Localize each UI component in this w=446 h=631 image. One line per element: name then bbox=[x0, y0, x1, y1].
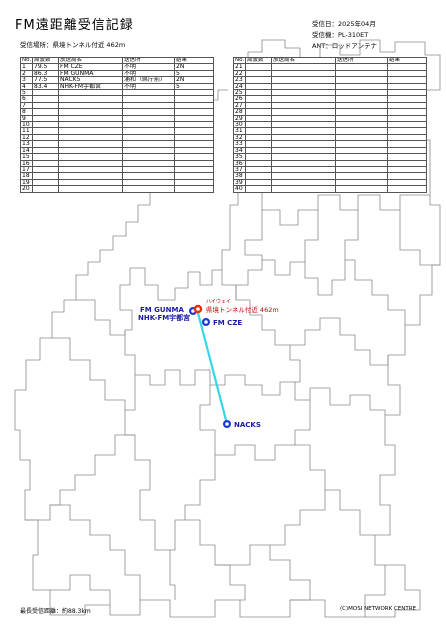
table-row: 11 bbox=[20, 127, 214, 135]
cell-result bbox=[174, 146, 214, 155]
table-row: 9 bbox=[20, 114, 214, 123]
col-header-result: 結果 bbox=[174, 56, 214, 65]
cell-no: 40 bbox=[233, 185, 246, 193]
receiver-sublabel: ハイウェイ bbox=[206, 298, 231, 305]
table-row: 38 bbox=[233, 172, 427, 180]
table-row: 18 bbox=[20, 172, 214, 180]
cell-result bbox=[174, 153, 214, 161]
cell-result bbox=[174, 133, 214, 142]
col-header-result: 結果 bbox=[387, 56, 427, 65]
cell-result bbox=[387, 178, 427, 187]
table-row: 40 bbox=[233, 185, 427, 193]
copyright: (C)MOSI NETWORK CENTRE bbox=[340, 606, 417, 612]
cell-result bbox=[174, 159, 214, 167]
cell-no: 20 bbox=[20, 185, 33, 193]
table-row: 35 bbox=[233, 153, 427, 161]
cell-result bbox=[387, 153, 427, 161]
table-row: 15 bbox=[20, 153, 214, 161]
cell-result bbox=[174, 140, 214, 148]
cell-result bbox=[174, 185, 214, 193]
reception-path bbox=[195, 308, 229, 425]
cell-result bbox=[387, 133, 427, 142]
cell-result bbox=[387, 127, 427, 135]
location-line: 受信場所：県境トンネル付近 462m bbox=[20, 41, 126, 49]
max-distance-line: 最長受信距離：約88.3km bbox=[20, 608, 91, 615]
cell-result bbox=[387, 185, 427, 193]
cell-freq bbox=[32, 185, 59, 193]
cell-result bbox=[387, 172, 427, 180]
table-row: 13 bbox=[20, 140, 214, 148]
table-row: 37 bbox=[233, 165, 427, 174]
cell-freq bbox=[245, 185, 272, 193]
col-header-no: No. bbox=[20, 56, 33, 65]
table-row: 33 bbox=[233, 140, 427, 148]
table-row: 39 bbox=[233, 178, 427, 187]
table-row: 17 bbox=[20, 165, 214, 174]
table-row: 19 bbox=[20, 178, 214, 187]
cell-result bbox=[174, 178, 214, 187]
station-marker-nacks[interactable] bbox=[223, 420, 231, 428]
cell-result bbox=[387, 159, 427, 167]
table-row: 20 bbox=[20, 185, 214, 193]
cell-result bbox=[174, 165, 214, 174]
cell-result bbox=[174, 127, 214, 135]
table-header-row: No. 周波数 放送局名 送信所 結果 bbox=[20, 56, 214, 65]
col-header-no: No. bbox=[233, 56, 246, 65]
cell-site bbox=[122, 185, 175, 193]
date-line: 受信日：2025年04月 bbox=[312, 20, 376, 28]
cell-result bbox=[387, 165, 427, 174]
table-row: 36 bbox=[233, 159, 427, 167]
station-label-fm-cze: FM CZE bbox=[213, 319, 242, 327]
station-marker-fm-cze[interactable] bbox=[202, 318, 210, 326]
table-row: 12 bbox=[20, 133, 214, 142]
antenna-line: ANT：ロッドアンテナ bbox=[312, 42, 378, 50]
table-row: 31 bbox=[233, 127, 427, 135]
receiver-label: 県境トンネル付近 462m bbox=[206, 305, 279, 314]
station-label-nacks: NACKS bbox=[234, 421, 261, 429]
cell-result bbox=[174, 172, 214, 180]
cell-station bbox=[271, 185, 336, 193]
table-header-row: No. 周波数 放送局名 送信所 結果 bbox=[233, 56, 427, 65]
table-row: 16 bbox=[20, 159, 214, 167]
cell-result bbox=[387, 140, 427, 148]
table-row: 34 bbox=[233, 146, 427, 155]
receiver-line: 受信機：PL-310ET bbox=[312, 31, 369, 39]
cell-site bbox=[335, 185, 388, 193]
table-row: 14 bbox=[20, 146, 214, 155]
page-title: FM遠距離受信記録 bbox=[15, 18, 134, 33]
station-label-fm-gunma: FM GUNMA bbox=[140, 306, 184, 314]
table-row: 32 bbox=[233, 133, 427, 142]
station-label-nhk-fm: NHK-FM宇都宮 bbox=[138, 313, 190, 322]
receiver-marker[interactable] bbox=[193, 304, 203, 314]
cell-result bbox=[387, 146, 427, 155]
cell-station bbox=[58, 185, 123, 193]
